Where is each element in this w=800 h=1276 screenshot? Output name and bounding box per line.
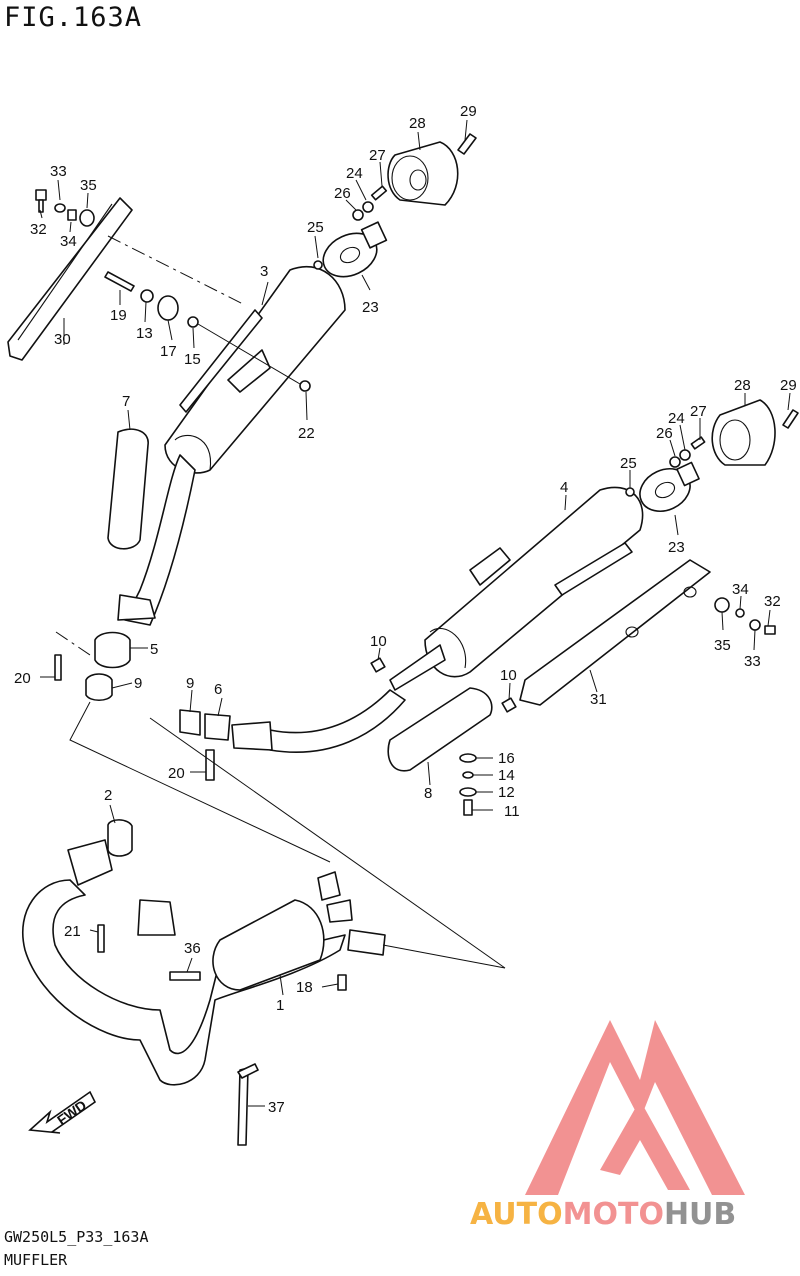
callout-2: 2 <box>104 787 112 804</box>
lower-muffler-assembly <box>149 392 799 969</box>
upper-muffler-assembly <box>7 119 477 863</box>
figure-name: MUFFLER <box>4 1251 68 1269</box>
callout-8: 8 <box>424 785 432 802</box>
callout-36: 36 <box>184 940 201 957</box>
callout-20-upper: 20 <box>14 670 31 687</box>
callout-33-lower: 33 <box>744 653 761 670</box>
callout-11: 11 <box>504 803 520 820</box>
tail-cover-28-lower <box>711 399 776 466</box>
tail-cover-28-upper <box>387 141 459 206</box>
callout-24-lower: 24 <box>668 410 685 427</box>
callout-12: 12 <box>498 784 515 801</box>
callout-26-lower: 26 <box>656 425 673 442</box>
svg-text:AUTOMOTOHUB: AUTOMOTOHUB <box>470 1197 736 1232</box>
callout-10-left: 10 <box>370 633 387 650</box>
clip-band-37 <box>237 1067 249 1146</box>
callout-6: 6 <box>214 681 222 698</box>
callout-30: 30 <box>54 331 71 348</box>
callout-17: 17 <box>160 343 177 360</box>
callout-24: 24 <box>346 165 363 182</box>
callout-9-center: 9 <box>186 675 194 692</box>
callout-19: 19 <box>110 307 127 324</box>
callout-32: 32 <box>30 221 47 238</box>
callout-23: 23 <box>362 299 379 316</box>
callout-23-lower: 23 <box>668 539 685 556</box>
watermark-text-hub: HUB <box>664 1197 736 1232</box>
callout-28: 28 <box>409 115 426 132</box>
heat-shield-30 <box>7 197 133 361</box>
callout-numbers: 29 28 27 24 26 25 23 3 33 35 32 34 30 19… <box>14 103 797 1116</box>
callout-10-right: 10 <box>500 667 517 684</box>
callout-29: 29 <box>460 103 477 120</box>
watermark-text-auto: AUTO <box>470 1197 563 1232</box>
watermark-logo-shape <box>525 1020 745 1195</box>
callout-25-lower: 25 <box>620 455 637 472</box>
callout-3: 3 <box>260 263 268 280</box>
callout-9-left: 9 <box>134 675 142 692</box>
callout-34-lower: 34 <box>732 581 749 598</box>
callout-37: 37 <box>268 1099 285 1116</box>
callout-35: 35 <box>80 177 97 194</box>
forward-direction-arrow: FWD <box>28 1090 97 1134</box>
pipe-guard-8 <box>387 687 493 772</box>
callout-14: 14 <box>498 767 515 784</box>
callout-1: 1 <box>276 997 284 1014</box>
callout-29-lower: 29 <box>780 377 797 394</box>
callout-5: 5 <box>150 641 158 658</box>
callout-32-lower: 32 <box>764 593 781 610</box>
callout-15: 15 <box>184 351 201 368</box>
callout-18: 18 <box>296 979 313 996</box>
callout-4: 4 <box>560 479 568 496</box>
callout-27: 27 <box>369 147 386 164</box>
callout-35-lower: 35 <box>714 637 731 654</box>
callout-22: 22 <box>298 425 315 442</box>
callout-26: 26 <box>334 185 351 202</box>
callout-27-lower: 27 <box>690 403 707 420</box>
callout-13: 13 <box>136 325 153 342</box>
exhaust-pipe-1 <box>22 879 346 1086</box>
callout-25: 25 <box>307 219 324 236</box>
automotohub-watermark: AUTOMOTOHUB <box>470 1020 745 1232</box>
callout-7: 7 <box>122 393 130 410</box>
heat-shield-31 <box>519 559 711 706</box>
callout-16: 16 <box>498 750 515 767</box>
callout-33: 33 <box>50 163 67 180</box>
callout-31: 31 <box>590 691 607 708</box>
callout-21: 21 <box>64 923 81 940</box>
callout-28-lower: 28 <box>734 377 751 394</box>
callout-20-lower: 20 <box>168 765 185 782</box>
pipe-guard-7 <box>107 428 149 550</box>
callout-34: 34 <box>60 233 77 250</box>
exhaust-pipe-assembly <box>22 804 506 1146</box>
figure-title: FIG.163A <box>4 2 143 33</box>
figure-code: GW250L5_P33_163A <box>4 1228 149 1246</box>
watermark-text-moto: MOTO <box>563 1197 664 1232</box>
